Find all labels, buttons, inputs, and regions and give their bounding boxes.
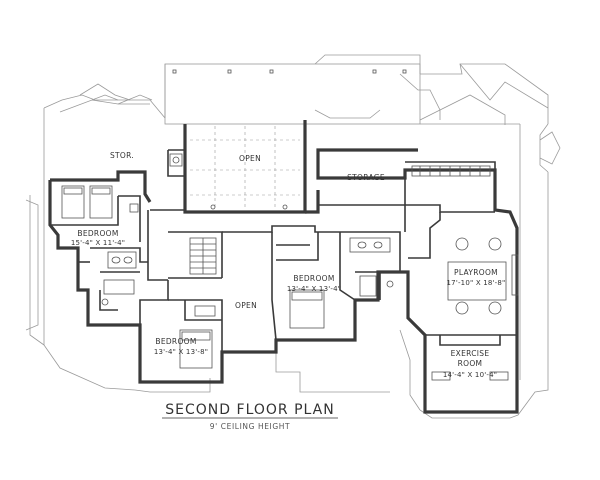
label-exercise-room: ROOM (458, 359, 483, 368)
room-labels: STOR. OPEN STORAGE BEDROOM 15'-4" X 11'-… (71, 151, 506, 379)
roof-outline (25, 54, 561, 419)
label-bedroom-bottom: BEDROOM (155, 337, 196, 346)
plan-title: SECOND FLOOR PLAN (165, 402, 334, 418)
open-to-below-grid (190, 126, 300, 210)
label-exercise: EXERCISE (451, 349, 490, 358)
label-stor: STOR. (110, 151, 134, 160)
label-open-top: OPEN (239, 154, 261, 163)
plan-subtitle: 9' CEILING HEIGHT (210, 422, 290, 431)
stairs-center (189, 237, 217, 275)
fixtures (61, 153, 519, 381)
label-playroom-dims: 17'-10" X 18'-8" (447, 279, 506, 287)
label-bedroom-left: BEDROOM (77, 229, 118, 238)
label-playroom: PLAYROOM (454, 268, 498, 277)
plan-title-block: SECOND FLOOR PLAN 9' CEILING HEIGHT (162, 402, 338, 431)
stairs-right (411, 165, 491, 177)
label-bedroom-center: BEDROOM (293, 274, 334, 283)
label-exercise-dims: 14'-4" X 10'-4" (443, 371, 497, 379)
label-bedroom-bottom-dims: 13'-4" X 13'-8" (154, 348, 208, 356)
exterior-walls (48, 120, 519, 414)
label-bedroom-center-dims: 13'-4" X 13'-4" (287, 285, 341, 293)
label-bedroom-left-dims: 15'-4" X 11'-4" (71, 239, 125, 247)
label-storage: STORAGE (347, 173, 385, 182)
interior-walls (50, 149, 517, 352)
label-open-mid: OPEN (235, 301, 257, 310)
